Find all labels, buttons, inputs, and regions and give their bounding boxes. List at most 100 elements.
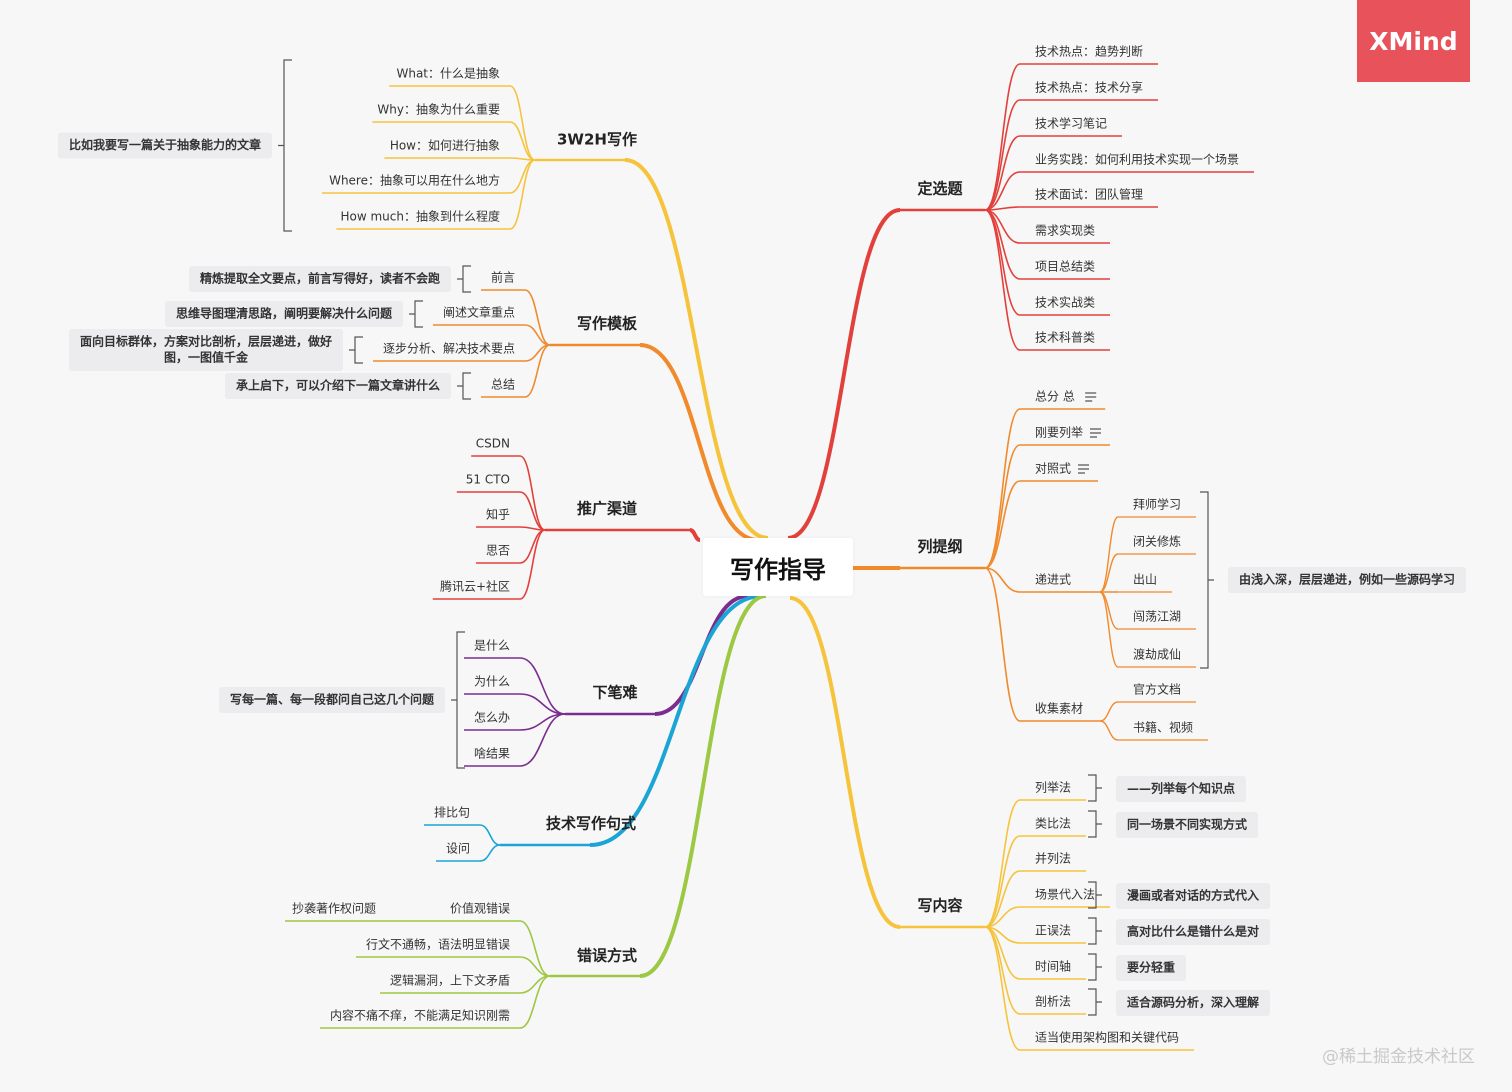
leaf-line — [984, 926, 1021, 1015]
subleaf-topic[interactable]: 出山 — [1133, 573, 1157, 587]
group-note-box — [1228, 567, 1466, 593]
branch-b3w2h[interactable]: 3W2H写作 — [557, 131, 637, 149]
leaf-topic[interactable]: 总结 — [491, 378, 515, 392]
leaf-topic[interactable]: 场景代入法 — [1035, 888, 1095, 902]
leaf-topic[interactable]: 刚要列举 — [1035, 426, 1083, 440]
branch-bhard[interactable]: 下笔难 — [592, 684, 637, 702]
leaf-topic[interactable]: 正误法 — [1035, 924, 1071, 938]
notes-icon[interactable] — [1090, 428, 1101, 438]
leaf-topic[interactable]: 项目总结类 — [1035, 260, 1095, 274]
leaf-topic[interactable]: 前言 — [491, 270, 515, 285]
subleaf-line — [1099, 701, 1119, 722]
leaf-topic[interactable]: 需求实现类 — [1035, 223, 1095, 238]
subleaf-topic[interactable]: 闭关修炼 — [1133, 534, 1181, 549]
leaf-topic[interactable]: 列举法 — [1035, 781, 1071, 795]
leaf-line — [984, 63, 1021, 211]
leaf-topic[interactable]: 排比句 — [434, 806, 470, 820]
topic-note-text: 同一场景不同实现方式 — [1127, 817, 1247, 832]
leaf-topic[interactable]: 技术面试：团队管理 — [1035, 187, 1143, 202]
leaf-topic[interactable]: 业务实践：如何利用技术实现一个场景 — [1035, 152, 1239, 167]
leaf-topic[interactable]: Where：抽象可以用在什么地方 — [329, 173, 500, 188]
topic-note-box — [225, 373, 451, 399]
leaf-topic[interactable]: What：什么是抽象 — [396, 67, 500, 81]
leaf-topic[interactable]: 是什么 — [474, 639, 510, 653]
leaf-line — [519, 713, 566, 767]
topic-note-text: 要分轻重 — [1127, 960, 1175, 975]
leaf-topic[interactable]: 技术科普类 — [1035, 331, 1095, 345]
leaf-line — [519, 956, 551, 977]
leaf-topic[interactable]: 知乎 — [486, 508, 510, 522]
topic-note-text: 承上启下，可以介绍下一篇文章讲什么 — [236, 378, 440, 393]
leaf-topic[interactable]: 收集素材 — [1035, 701, 1083, 716]
leaf-topic[interactable]: 时间轴 — [1035, 959, 1071, 974]
note-bracket — [457, 265, 471, 293]
leaf-topic[interactable]: 怎么办 — [474, 710, 510, 725]
branch-boutline[interactable]: 列提纲 — [917, 538, 962, 556]
leaf-line — [519, 529, 546, 564]
subleaf-topic[interactable]: 官方文档 — [1133, 682, 1181, 697]
notes-icon[interactable] — [1085, 392, 1097, 402]
subleaf-topic[interactable]: 书籍、视频 — [1133, 720, 1193, 735]
leaf-topic[interactable]: 递进式 — [1035, 573, 1071, 587]
leaf-topic[interactable]: How：如何进行抽象 — [390, 138, 500, 153]
leaf-topic[interactable]: 为什么 — [474, 675, 510, 689]
topic-labels: 3W2H写作 What：什么是抽象 Why：抽象为什么重要 How：如何进行抽象 Whe… — [69, 44, 1455, 1045]
leaf-topic[interactable]: 逻辑漏洞，上下文矛盾 — [390, 973, 510, 988]
subleaf-topic[interactable]: 闯荡江湖 — [1133, 609, 1181, 624]
leaf-line — [984, 926, 1021, 1051]
topic-note-text: 思维导图理清思路，阐明要解决什么问题 — [176, 306, 393, 321]
leaf-topic[interactable]: 逐步分析、解决技术要点 — [383, 342, 515, 356]
branch-bcontent[interactable]: 写内容 — [917, 897, 962, 915]
leaf-subtopic[interactable]: 抄袭著作权问题 — [292, 901, 376, 916]
root-topic[interactable]: 写作指导 — [703, 538, 853, 596]
leaf-topic[interactable]: 思否 — [486, 544, 510, 558]
leaf-topic[interactable]: 内容不痛不痒，不能满足知识刚需 — [330, 1008, 510, 1023]
leaf-topic[interactable]: 适当使用架构图和关键代码 — [1035, 1030, 1179, 1045]
leaf-topic[interactable]: 价值观错误 — [450, 901, 510, 916]
leaf-line — [984, 408, 1021, 569]
leaf-topic[interactable]: 腾讯云+社区 — [440, 579, 510, 594]
leaf-topic[interactable]: 行文不通畅，语法明显错误 — [366, 937, 510, 952]
note-boxes — [58, 132, 1466, 1016]
group-note-text: 写每一篇、每一段都问自己这几个问题 — [230, 692, 435, 707]
subleaf-topic[interactable]: 渡劫成仙 — [1133, 647, 1181, 662]
topic-note-box — [1116, 776, 1246, 802]
note-bracket — [457, 372, 471, 400]
leaf-topic[interactable]: 技术实战类 — [1035, 295, 1095, 310]
leaf-line — [984, 444, 1021, 569]
leaf-topic[interactable]: How much：抽象到什么程度 — [341, 209, 501, 224]
group-note-text: 比如我要写一篇关于抽象能力的文章 — [69, 137, 261, 152]
notes-icon[interactable] — [1078, 464, 1089, 474]
topic-note-box — [1116, 883, 1270, 909]
leaf-topic[interactable]: 阐述文章重点 — [443, 305, 515, 320]
watermark: @稀土掘金技术社区 — [1322, 1047, 1475, 1067]
leaf-line — [519, 693, 566, 715]
branch-berr[interactable]: 错误方式 — [577, 947, 637, 965]
branch-btpl[interactable]: 写作模板 — [577, 315, 638, 333]
branch-bsent[interactable]: 技术写作句式 — [546, 815, 636, 833]
topic-note-text: 适合源码分析，深入理解 — [1127, 995, 1259, 1010]
leaf-topic[interactable]: 并列法 — [1035, 852, 1071, 866]
leaf-line — [984, 835, 1021, 928]
leaf-topic[interactable]: 设问 — [446, 842, 470, 856]
leaf-topic[interactable]: 技术热点：技术分享 — [1035, 80, 1143, 95]
leaf-topic[interactable]: 技术学习笔记 — [1035, 116, 1107, 131]
leaf-topic[interactable]: 剖析法 — [1035, 995, 1071, 1009]
leaf-topic[interactable]: Why：抽象为什么重要 — [377, 103, 500, 117]
subleaf-topic[interactable]: 拜师学习 — [1133, 497, 1181, 512]
leaf-line — [524, 289, 551, 346]
leaf-line — [479, 824, 501, 846]
leaf-topic[interactable]: 总分 总 — [1035, 390, 1075, 404]
leaf-topic[interactable]: 啥结果 — [474, 746, 510, 761]
leaf-topic[interactable]: CSDN — [476, 437, 510, 451]
leaf-topic[interactable]: 对照式 — [1035, 462, 1071, 476]
leaf-line — [984, 799, 1021, 928]
leaf-topic[interactable]: 技术热点：趋势判断 — [1035, 44, 1143, 59]
leaf-topic[interactable]: 51 CTO — [466, 473, 510, 487]
topic-note-box — [1116, 955, 1186, 981]
branch-bpromo[interactable]: 推广渠道 — [577, 500, 637, 518]
branch-btopic[interactable]: 定选题 — [917, 180, 963, 198]
leaf-topic[interactable]: 类比法 — [1035, 817, 1071, 831]
subleaf-line — [1099, 591, 1119, 668]
